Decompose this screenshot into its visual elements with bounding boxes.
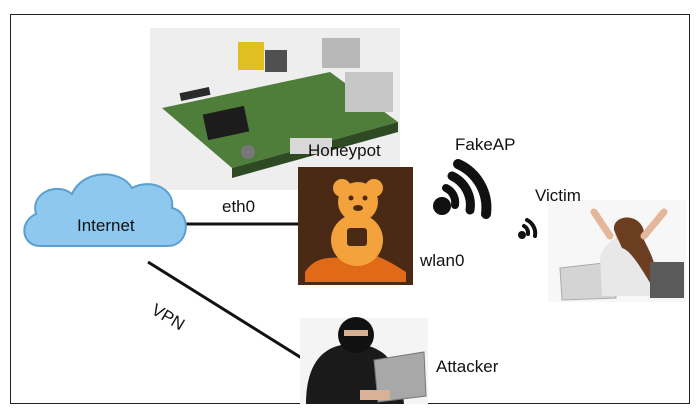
wlan0-label: wlan0 bbox=[420, 251, 465, 270]
wifi-signal-icon bbox=[433, 159, 492, 219]
victim-person-image bbox=[548, 200, 686, 302]
internet-label: Internet bbox=[77, 216, 135, 235]
victim-label: Victim bbox=[535, 186, 581, 205]
attacker-label: Attacker bbox=[436, 357, 499, 376]
fakeap-label: FakeAP bbox=[455, 135, 516, 154]
honeypot-label: Honeypot bbox=[308, 141, 381, 160]
vpn-link bbox=[147, 260, 309, 364]
eth0-label: eth0 bbox=[222, 197, 256, 216]
honeypot-bear-logo bbox=[298, 167, 413, 285]
attacker-hacker-image bbox=[300, 317, 428, 404]
wifi-small-icon bbox=[518, 218, 538, 239]
cloud-icon bbox=[23, 173, 187, 247]
raspberry-pi-board-image bbox=[150, 28, 400, 190]
